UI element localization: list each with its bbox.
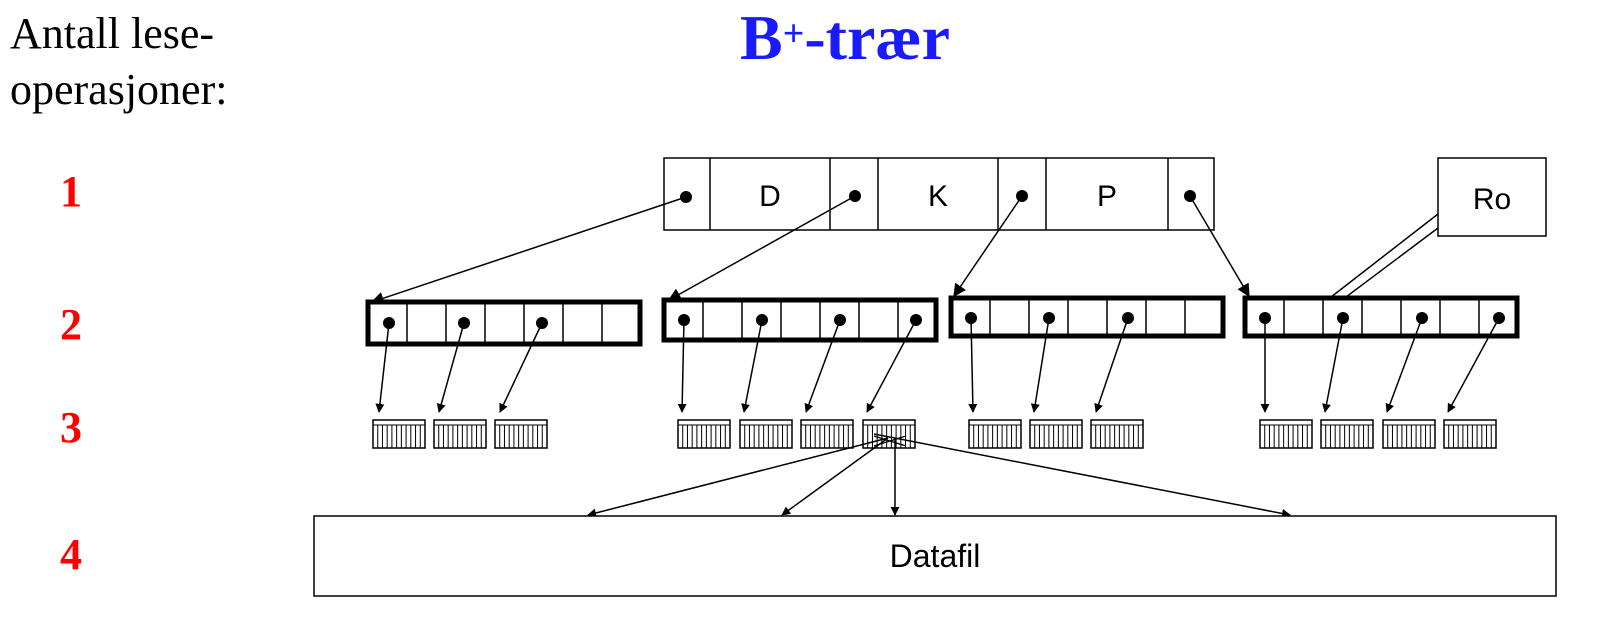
leaf-block bbox=[1443, 419, 1497, 449]
leaf-block bbox=[1320, 419, 1374, 449]
leaf-block bbox=[800, 419, 854, 449]
leaf-block bbox=[677, 419, 731, 449]
internal-node-4 bbox=[1242, 295, 1520, 339]
internal-node-2 bbox=[661, 297, 939, 343]
level-label-1: 1 bbox=[60, 167, 82, 216]
side-heading: Antall lese- operasjoner: bbox=[10, 6, 227, 118]
root-node: D K P bbox=[663, 157, 1215, 231]
leaf-block bbox=[1029, 419, 1083, 449]
leaf-block bbox=[433, 419, 487, 449]
title-main: B bbox=[740, 2, 783, 73]
leaf-block bbox=[1090, 419, 1144, 449]
root-key-3: P bbox=[1097, 180, 1117, 213]
leaf-blocks bbox=[372, 419, 1497, 449]
root-key-2: K bbox=[928, 180, 948, 213]
title-rest: -trær bbox=[804, 2, 950, 73]
side-heading-line1: Antall lese- bbox=[10, 9, 215, 58]
title-sup: + bbox=[782, 13, 805, 55]
side-heading-line2: operasjoner: bbox=[10, 65, 228, 114]
leaf-block bbox=[1382, 419, 1436, 449]
root-key-1: D bbox=[759, 180, 781, 213]
leaf-block bbox=[494, 419, 548, 449]
leaf-block bbox=[372, 419, 426, 449]
level-label-3: 3 bbox=[60, 403, 82, 452]
level-label-2: 2 bbox=[60, 300, 82, 349]
internal-arrows bbox=[375, 317, 1500, 413]
datafile-arrows bbox=[587, 433, 1291, 518]
root-arrows bbox=[370, 195, 1250, 305]
datafile-label: Datafil bbox=[890, 538, 981, 574]
internal-node-3 bbox=[948, 295, 1226, 339]
leaf-block bbox=[1259, 419, 1313, 449]
callout-ro-label: Ro bbox=[1473, 183, 1511, 216]
datafile-box: Datafil bbox=[313, 515, 1557, 597]
internal-node-1 bbox=[365, 299, 643, 347]
leaf-block bbox=[862, 419, 916, 449]
leaf-block bbox=[739, 419, 793, 449]
leaf-block bbox=[968, 419, 1022, 449]
level-label-4: 4 bbox=[60, 530, 82, 579]
page-title: B+-trær bbox=[740, 2, 950, 74]
callout-ro: Ro bbox=[1303, 157, 1547, 319]
